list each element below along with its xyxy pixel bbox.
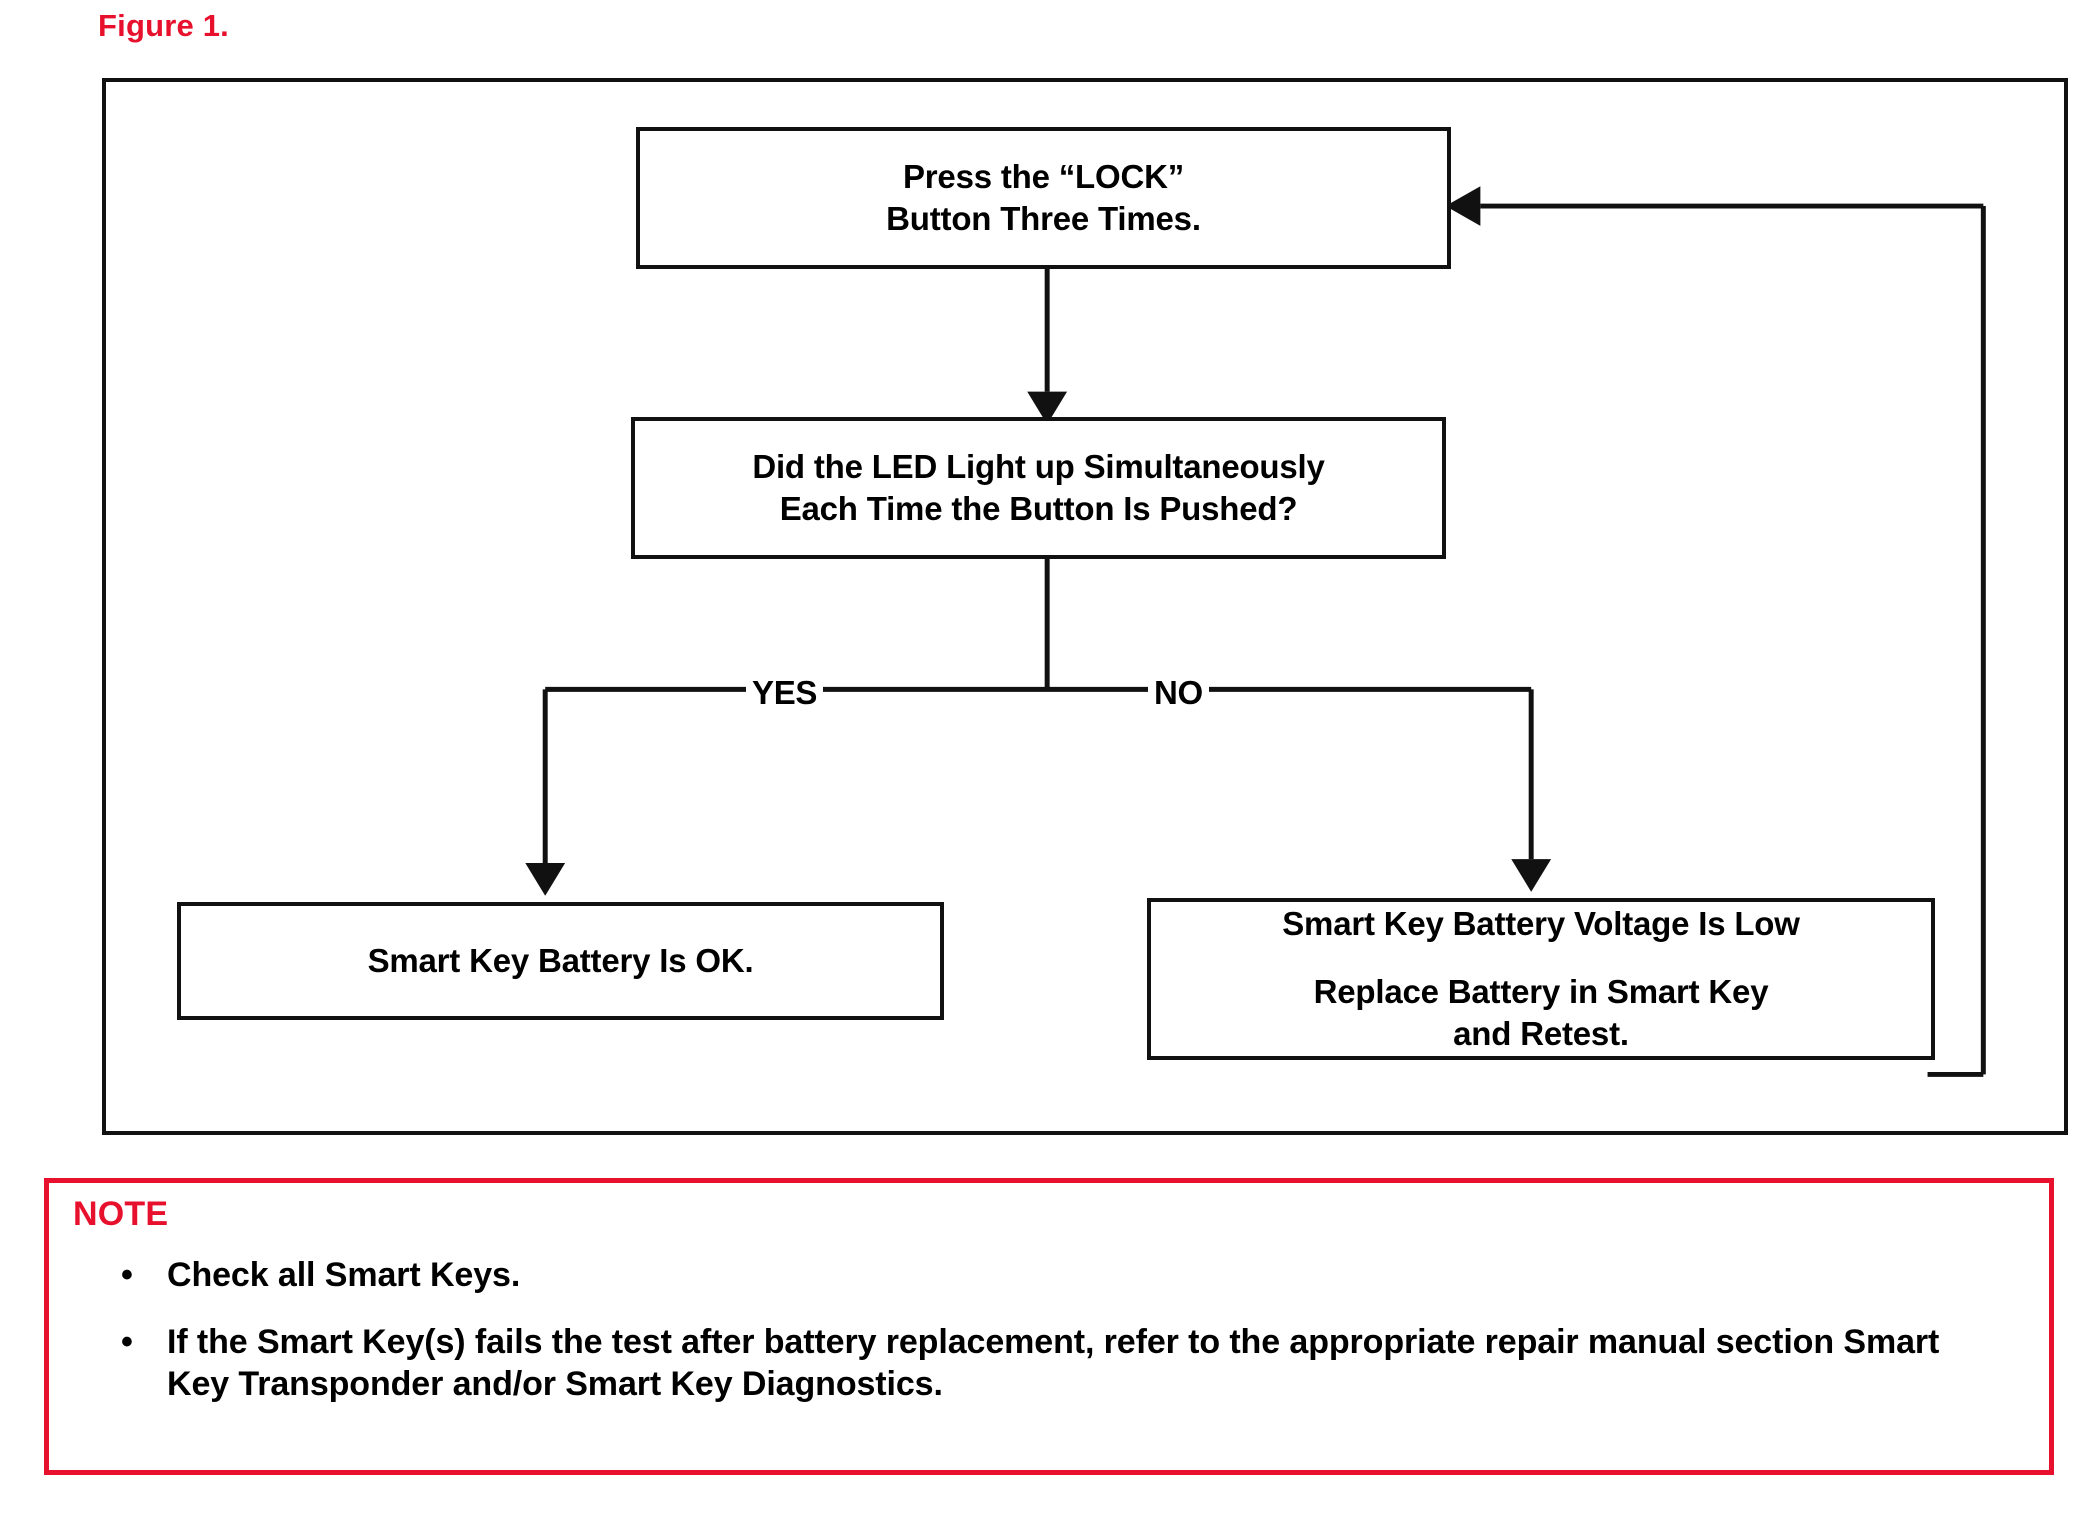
flow-box-battery-low: Smart Key Battery Voltage Is Low Replace… <box>1147 898 1935 1060</box>
led-question-line-1: Did the LED Light up Simultaneously <box>752 447 1325 485</box>
branch-label-no: NO <box>1148 674 1209 712</box>
bullet-icon: • <box>121 1256 133 1294</box>
note-panel: NOTE • Check all Smart Keys. • If the Sm… <box>44 1178 2054 1475</box>
arrowhead-down-yes <box>525 863 566 896</box>
note-title: NOTE <box>73 1195 169 1233</box>
flowchart-connectors <box>525 186 1986 1077</box>
arrowhead-down-to-question <box>1027 391 1068 425</box>
note-item-text: If the Smart Key(s) fails the test after… <box>167 1323 1940 1403</box>
press-lock-line-2: Button Three Times. <box>886 200 1201 237</box>
flowchart-frame: Press the “LOCK” Button Three Times. Did… <box>102 78 2068 1135</box>
flow-box-battery-ok: Smart Key Battery Is OK. <box>177 902 944 1020</box>
arrowhead-left-to-lock <box>1445 186 1481 226</box>
note-list-item: • Check all Smart Keys. <box>101 1255 2009 1296</box>
branch-label-yes: YES <box>746 674 824 712</box>
note-item-text: Check all Smart Keys. <box>167 1256 521 1294</box>
bullet-icon: • <box>121 1323 133 1362</box>
battery-low-line-2: Replace Battery in Smart Key <box>1313 972 1769 1010</box>
battery-ok-line-1: Smart Key Battery Is OK. <box>367 941 754 979</box>
figure-caption: Figure 1. <box>98 8 229 43</box>
arrowhead-down-no <box>1511 859 1552 892</box>
press-lock-line-1: Press the “LOCK” <box>902 157 1185 195</box>
flow-box-led-question: Did the LED Light up Simultaneously Each… <box>631 417 1446 559</box>
note-list: • Check all Smart Keys. • If the Smart K… <box>101 1255 2009 1431</box>
battery-low-line-3: and Retest. <box>1453 1015 1629 1053</box>
note-list-item: • If the Smart Key(s) fails the test aft… <box>101 1322 2009 1405</box>
battery-low-line-1: Smart Key Battery Voltage Is Low <box>1282 904 1800 942</box>
flow-box-press-lock: Press the “LOCK” Button Three Times. <box>636 127 1451 269</box>
led-question-line-2: Each Time the Button Is Pushed? <box>779 490 1298 527</box>
